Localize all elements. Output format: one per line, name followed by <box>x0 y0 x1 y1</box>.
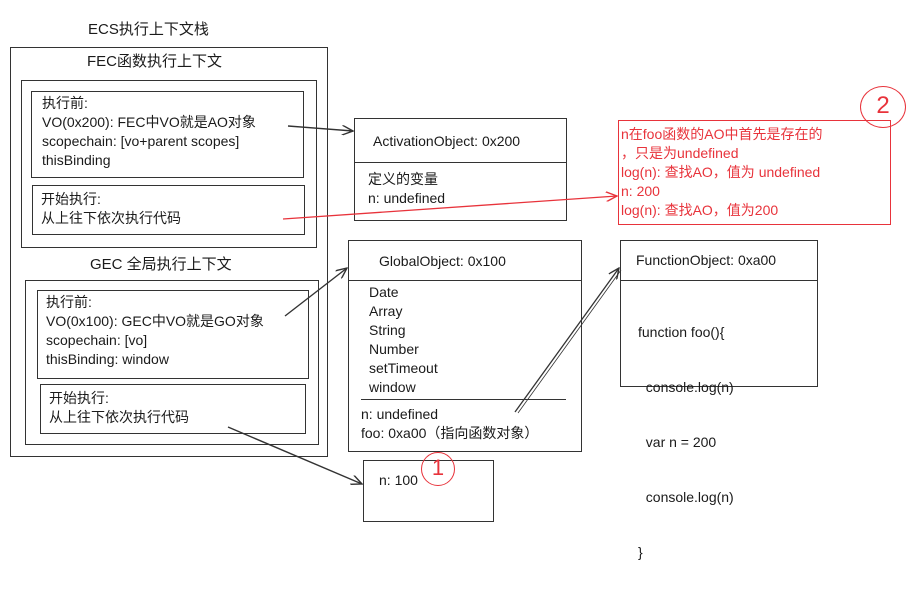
go-var: foo: 0xa00（指向函数对象） <box>361 425 539 441</box>
gec-before-heading: 执行前: <box>46 294 92 310</box>
ao-line: 定义的变量 <box>368 171 438 187</box>
fec-vo: VO(0x200): FEC中VO就是AO对象 <box>42 114 256 130</box>
code-line: console.log(n) <box>638 489 734 505</box>
note-box: n在foo函数的AO中首先是存在的 ，只是为undefined log(n): … <box>618 120 891 225</box>
gec-container <box>25 280 319 445</box>
marker-one-label: 1 <box>431 455 445 480</box>
go-builtin: Date <box>369 284 399 300</box>
note-line: log(n): 查找AO，值为 undefined <box>621 164 821 180</box>
fec-this-binding: thisBinding <box>42 152 111 168</box>
go-builtin: String <box>369 322 406 338</box>
fec-exec-heading: 开始执行: <box>41 191 101 207</box>
gec-before-box: 执行前: VO(0x100): GEC中VO就是GO对象 scopechain:… <box>37 290 309 379</box>
gec-exec-heading: 开始执行: <box>49 390 109 406</box>
global-object-box: GlobalObject: 0x100 Date Array String Nu… <box>348 240 582 452</box>
fec-before-heading: 执行前: <box>42 95 88 111</box>
gec-title: GEC 全局执行上下文 <box>90 256 232 273</box>
note-line: ，只是为undefined <box>621 145 739 161</box>
ao-line: n: undefined <box>368 190 446 206</box>
note-line: log(n): 查找AO，值为200 <box>621 202 779 218</box>
go-divider <box>361 399 566 400</box>
activation-object-header: ActivationObject: 0x200 <box>355 119 566 163</box>
go-builtin: setTimeout <box>369 360 438 376</box>
ecs-title: ECS执行上下文栈 <box>88 21 209 38</box>
marker-one: 1 <box>421 452 455 486</box>
note-line: n: 200 <box>621 183 660 199</box>
activation-object-box: ActivationObject: 0x200 定义的变量 n: undefin… <box>354 118 567 221</box>
gec-scopechain: scopechain: [vo] <box>46 332 148 348</box>
function-object-box: FunctionObject: 0xa00 function foo(){ co… <box>620 240 818 560</box>
code-line: function foo(){ <box>638 324 725 340</box>
code-line: var n = 200 <box>638 434 717 450</box>
ecs-stack <box>10 47 328 457</box>
n-value-label: n: 100 <box>379 472 418 488</box>
gec-exec-box: 开始执行: 从上往下依次执行代码 <box>40 384 306 434</box>
marker-two-label: 2 <box>876 92 890 119</box>
activation-object-title: ActivationObject: 0x200 <box>373 133 521 149</box>
global-object-header: GlobalObject: 0x100 <box>349 241 581 281</box>
go-builtin: window <box>369 379 416 395</box>
function-object-header: FunctionObject: 0xa00 <box>621 241 817 281</box>
function-object-title: FunctionObject: 0xa00 <box>636 252 777 268</box>
marker-two: 2 <box>860 86 906 128</box>
go-var: n: undefined <box>361 406 439 422</box>
global-object-title: GlobalObject: 0x100 <box>379 253 506 269</box>
fec-scopechain: scopechain: [vo+parent scopes] <box>42 133 240 149</box>
fec-before-box: 执行前: VO(0x200): FEC中VO就是AO对象 scopechain:… <box>31 91 304 178</box>
gec-vo: VO(0x100): GEC中VO就是GO对象 <box>46 313 264 329</box>
gec-exec-desc: 从上往下依次执行代码 <box>49 409 189 425</box>
go-builtin: Number <box>369 341 419 357</box>
code-line: } <box>638 544 643 560</box>
note-line: n在foo函数的AO中首先是存在的 <box>621 126 823 142</box>
go-builtin: Array <box>369 303 403 319</box>
fec-exec-box: 开始执行: 从上往下依次执行代码 <box>32 185 305 235</box>
code-line: console.log(n) <box>638 379 734 395</box>
fec-exec-desc: 从上往下依次执行代码 <box>41 210 181 226</box>
fec-title: FEC函数执行上下文 <box>87 53 223 70</box>
fec-container <box>21 80 317 248</box>
gec-this-binding: thisBinding: window <box>46 351 169 367</box>
